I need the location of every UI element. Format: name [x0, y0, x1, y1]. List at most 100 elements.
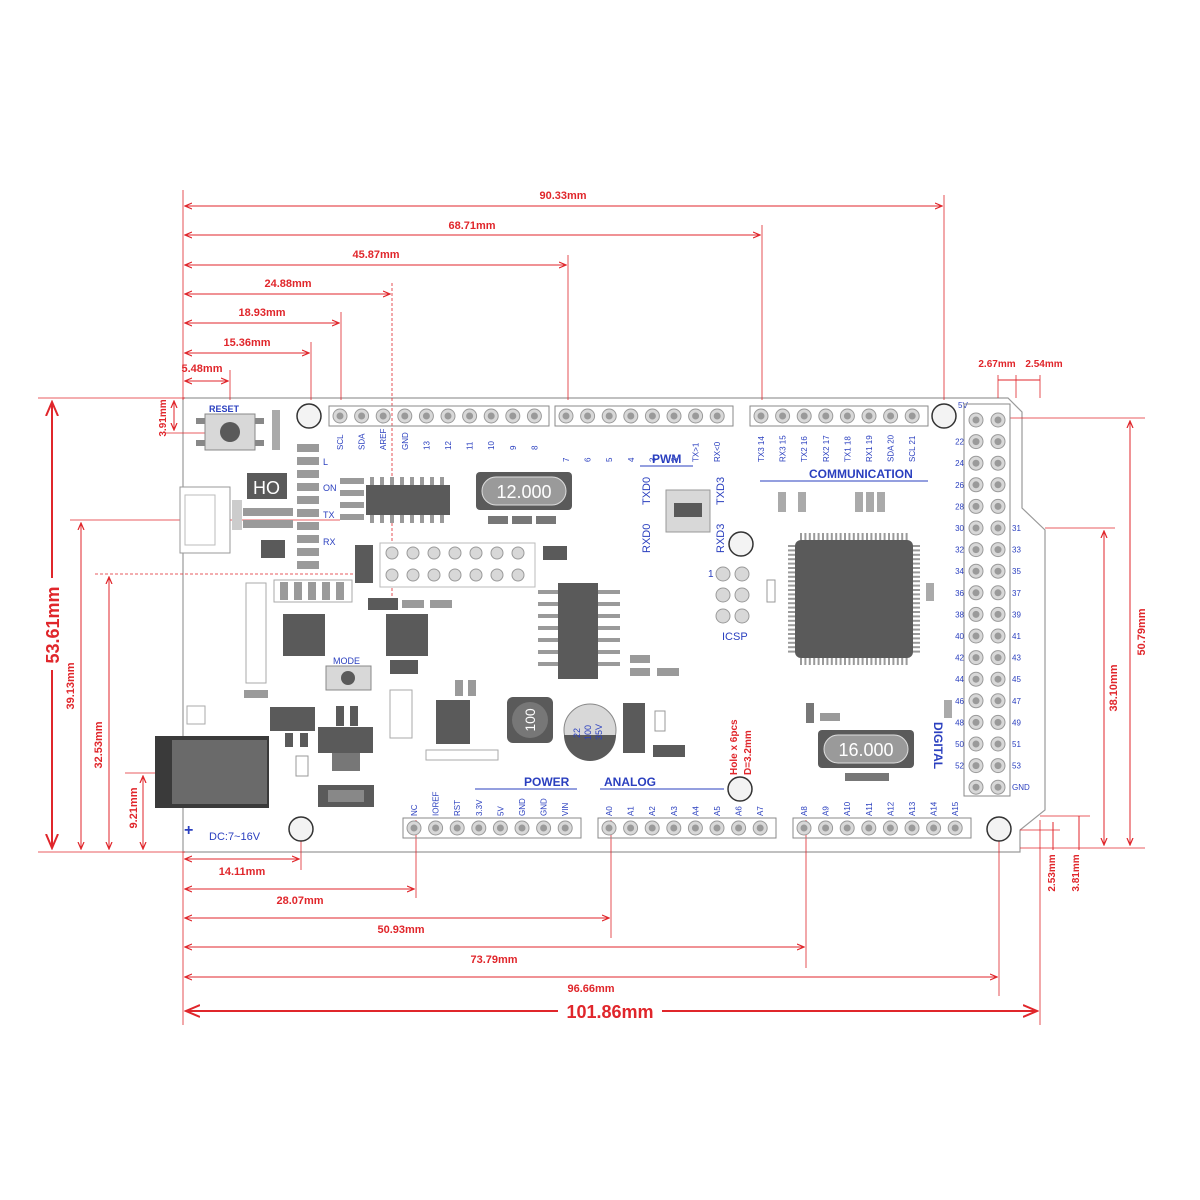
mcu-pin: [822, 658, 824, 665]
mcu-pin: [913, 593, 920, 596]
left-dimension-lines: 53.61mm 39.13mm 32.53mm 9.21mm 3.91mm: [38, 397, 360, 853]
mcu-pin: [839, 658, 842, 665]
header-pin-hole: [648, 824, 656, 832]
header-pin-hole: [475, 824, 483, 832]
header-pin-hole: [800, 824, 808, 832]
pin-label: A7: [756, 806, 765, 816]
mcu-pin: [888, 533, 890, 540]
mcu-pin: [913, 615, 920, 618]
aux-header-pin: [490, 546, 504, 560]
header-pin-hole: [972, 589, 980, 597]
dim-3-91: 3.91mm: [158, 399, 169, 436]
dim-28-07: 28.07mm: [276, 895, 323, 907]
mcu-pin: [808, 533, 811, 540]
dim-38-10: 38.10mm: [1108, 664, 1120, 711]
dim-96-66: 96.66mm: [567, 983, 614, 995]
dim-50-79: 50.79mm: [1136, 608, 1148, 655]
mcu-pin: [896, 533, 899, 540]
crystal-16-label: 16.000: [838, 740, 893, 760]
mcu-pin: [883, 658, 886, 665]
mcu-pin: [788, 558, 795, 561]
header-pin-hole: [994, 697, 1002, 705]
pin-label: 45: [1012, 675, 1021, 684]
pin-label: A0: [605, 806, 614, 816]
header-pin-hole: [358, 412, 366, 420]
header-pin-hole: [605, 412, 613, 420]
mcu-pin: [883, 533, 886, 540]
mcu-pin: [913, 646, 920, 649]
dip-switch: [558, 583, 598, 679]
icsp-header: [385, 546, 750, 624]
header-pin-hole: [487, 412, 495, 420]
mcu-pin: [800, 658, 802, 665]
header-pin-hole: [972, 675, 980, 683]
mcu-pin: [913, 562, 920, 565]
pin-label: 6: [584, 457, 593, 462]
header-pin-hole: [951, 824, 959, 832]
mcu-pin: [866, 658, 868, 665]
dim-2-54: 2.54mm: [1025, 359, 1062, 370]
mcu-pin: [788, 545, 795, 547]
mcu-pin: [788, 575, 795, 578]
mcu-pin: [788, 580, 795, 583]
header-pin-hole: [994, 438, 1002, 446]
aux-header-pin: [448, 568, 462, 582]
mcu-pin: [861, 658, 864, 665]
cap-text-1: 22: [572, 728, 582, 738]
dim-101-86: 101.86mm: [566, 1002, 653, 1022]
header-pin-hole: [336, 412, 344, 420]
pin-label: A13: [908, 801, 917, 816]
header-pin-hole: [972, 502, 980, 510]
pin-label: GND: [540, 798, 549, 816]
aux-header-pin: [469, 568, 483, 582]
icsp-pin: [715, 587, 731, 603]
usb-chip: [366, 485, 450, 515]
mcu-pin: [905, 658, 908, 665]
pin-label: A4: [691, 806, 700, 816]
header-pin-hole: [972, 762, 980, 770]
mcu-pin: [861, 533, 864, 540]
pin-label: IOREF: [432, 791, 441, 816]
header-pin-hole: [496, 824, 504, 832]
led-tx-label: TX: [323, 510, 335, 520]
reset-label: RESET: [209, 404, 240, 414]
hole-note-2: D=3.2mm: [743, 730, 754, 775]
header-pin-hole: [994, 524, 1002, 532]
led-on-label: ON: [323, 483, 337, 493]
pin-label: A3: [670, 806, 679, 816]
mcu-pin: [835, 658, 838, 665]
aux-header-pin: [511, 546, 525, 560]
mcu-pin: [800, 533, 802, 540]
mcu-pin: [874, 658, 877, 665]
header-pin-hole: [994, 546, 1002, 554]
header-outlines: [328, 403, 1011, 839]
mcu-pin: [788, 571, 795, 574]
pin-label: TX1 18: [843, 436, 852, 462]
pin-label: A5: [713, 806, 722, 816]
mcu-pin: [788, 641, 795, 644]
txd0-label: TXD0: [641, 477, 653, 505]
mcu-pin: [788, 615, 795, 618]
header-pin-hole: [886, 824, 894, 832]
pin-label: 36: [955, 589, 964, 598]
header-pin-hole: [994, 589, 1002, 597]
header-pin-hole: [972, 654, 980, 662]
header-pin-hole: [972, 524, 980, 532]
header-pin-hole: [908, 412, 916, 420]
header-pin-hole: [994, 459, 1002, 467]
pin-label: A10: [843, 801, 852, 816]
ho-chip: [247, 473, 287, 499]
pin-label: GND: [518, 798, 527, 816]
pin-label: 30: [955, 524, 964, 533]
mcu-pin: [830, 658, 833, 665]
dim-2-53: 2.53mm: [1047, 854, 1058, 891]
dim-73-79: 73.79mm: [470, 954, 517, 966]
mcu-chip: [788, 533, 920, 665]
dim-3-81: 3.81mm: [1071, 854, 1082, 891]
header-pin-hole: [401, 412, 409, 420]
header-pin-hole: [670, 412, 678, 420]
pin-label: 5V: [496, 806, 505, 816]
power-label: POWER: [524, 775, 570, 789]
mcu-pin: [913, 545, 920, 547]
